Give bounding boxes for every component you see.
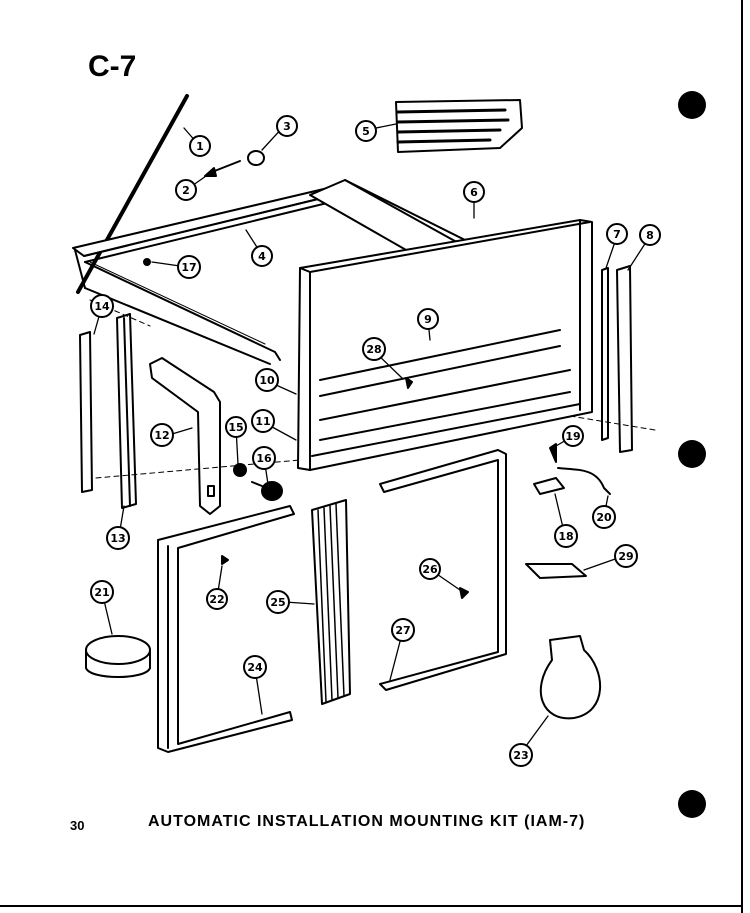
svg-text:2: 2 [182,184,190,197]
callout-18: 18 [554,524,578,548]
svg-text:19: 19 [565,430,580,443]
callout-2: 2 [175,179,197,201]
svg-text:5: 5 [362,125,370,138]
callout-24: 24 [243,655,267,679]
callout-29: 29 [614,544,638,568]
part-27-side-frame [379,449,507,691]
part-14-strip [79,331,93,493]
callout-5: 5 [355,120,377,142]
part-19-screw [549,443,557,463]
part-2-screw [204,160,241,177]
diagram-caption: AUTOMATIC INSTALLATION MOUNTING KIT (IAM… [148,813,586,830]
svg-text:4: 4 [258,250,266,263]
part-13-strip [116,313,137,509]
svg-text:24: 24 [247,661,263,674]
callout-11: 11 [251,409,275,433]
callout-21: 21 [90,580,114,604]
part-16-knob [251,481,283,501]
svg-text:3: 3 [283,120,291,133]
part-5-gasket [395,99,523,153]
callout-26: 26 [419,558,441,580]
part-8-strip [616,265,633,453]
page-number: 30 [70,818,85,833]
svg-text:15: 15 [228,421,243,434]
callout-13: 13 [106,526,130,550]
callout-markers: 1 2 3 4 5 6 7 8 9 10 11 12 13 14 15 16 1… [90,115,661,767]
part-25-accordion [311,499,351,705]
callout-9: 9 [417,308,439,330]
page-code: C-7 [88,50,137,83]
svg-text:10: 10 [259,374,275,387]
svg-text:26: 26 [422,563,438,576]
part-3-nut [247,150,265,166]
svg-text:11: 11 [255,415,270,428]
part-23-bag [539,635,602,720]
svg-text:9: 9 [424,313,432,326]
svg-text:1: 1 [196,140,204,153]
binder-hole-bottom [678,790,706,818]
part-21-roll [85,635,151,678]
callout-28: 28 [362,337,386,361]
svg-text:20: 20 [596,511,612,524]
svg-text:12: 12 [154,429,169,442]
part-26-screw [459,587,469,599]
callout-14: 14 [90,294,114,318]
callout-20: 20 [592,505,616,529]
svg-text:27: 27 [395,624,410,637]
svg-text:7: 7 [613,228,621,241]
callout-27: 27 [391,618,415,642]
svg-text:16: 16 [256,452,272,465]
svg-text:21: 21 [94,586,109,599]
svg-text:6: 6 [470,186,478,199]
callout-4: 4 [251,245,273,267]
callout-1: 1 [189,135,211,157]
callout-7: 7 [606,223,628,245]
part-24-side-frame [157,505,295,753]
callout-12: 12 [150,423,174,447]
part-17-screw [143,258,151,266]
callout-16: 16 [252,446,276,470]
callout-10: 10 [255,368,279,392]
callout-19: 19 [562,425,584,447]
part-12-bracket [149,357,221,515]
svg-text:14: 14 [94,300,110,313]
callout-6: 6 [463,181,485,203]
svg-text:8: 8 [646,229,654,242]
part-4-top-rail [72,183,357,365]
svg-text:28: 28 [366,343,381,356]
part-22-screw [221,555,229,565]
callout-8: 8 [639,224,661,246]
svg-text:23: 23 [513,749,528,762]
page-border-right [741,0,743,913]
part-28-screw [405,377,413,389]
page-border-bottom [0,905,743,907]
part-29-strip [525,563,587,579]
callout-17: 17 [177,255,201,279]
svg-text:22: 22 [209,593,224,606]
callout-25: 25 [266,590,290,614]
svg-text:17: 17 [181,261,196,274]
binder-hole-top [678,91,706,119]
part-20-wire [557,467,611,495]
part-1-rod [76,94,189,294]
callout-15: 15 [225,416,247,438]
svg-text:13: 13 [110,532,125,545]
part-7-strip [601,267,609,441]
svg-text:29: 29 [618,550,633,563]
part-18-clip [533,477,565,495]
binder-hole-middle [678,440,706,468]
part-15-washer [233,463,247,477]
callout-22: 22 [206,588,228,610]
svg-text:25: 25 [270,596,285,609]
callout-3: 3 [276,115,298,137]
main-frame [297,219,593,471]
callout-23: 23 [509,743,533,767]
svg-text:18: 18 [558,530,573,543]
